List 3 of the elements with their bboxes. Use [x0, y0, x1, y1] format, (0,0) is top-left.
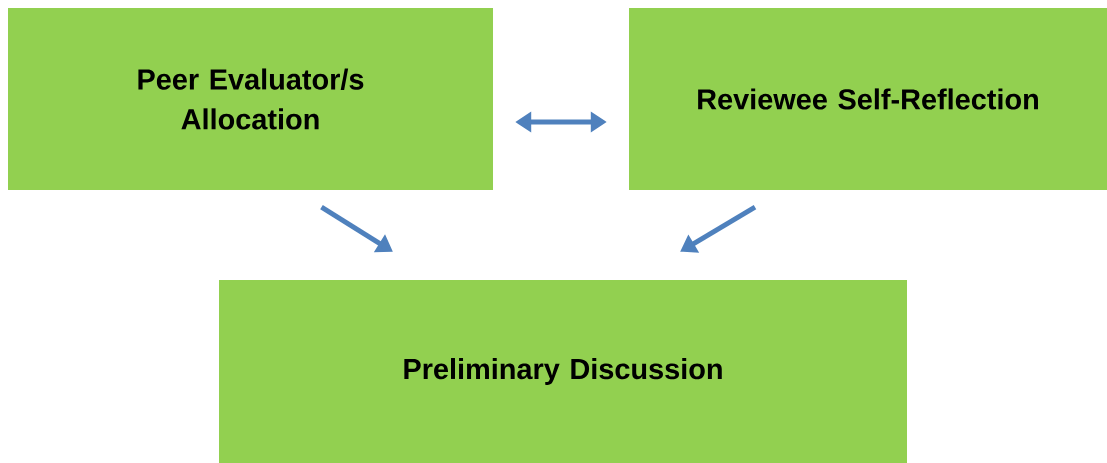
- process-box: Reviewee Self-Reflection: [629, 8, 1107, 190]
- process-box: Preliminary Discussion: [219, 280, 907, 463]
- process-box: Peer Evaluator/s Allocation: [8, 8, 493, 190]
